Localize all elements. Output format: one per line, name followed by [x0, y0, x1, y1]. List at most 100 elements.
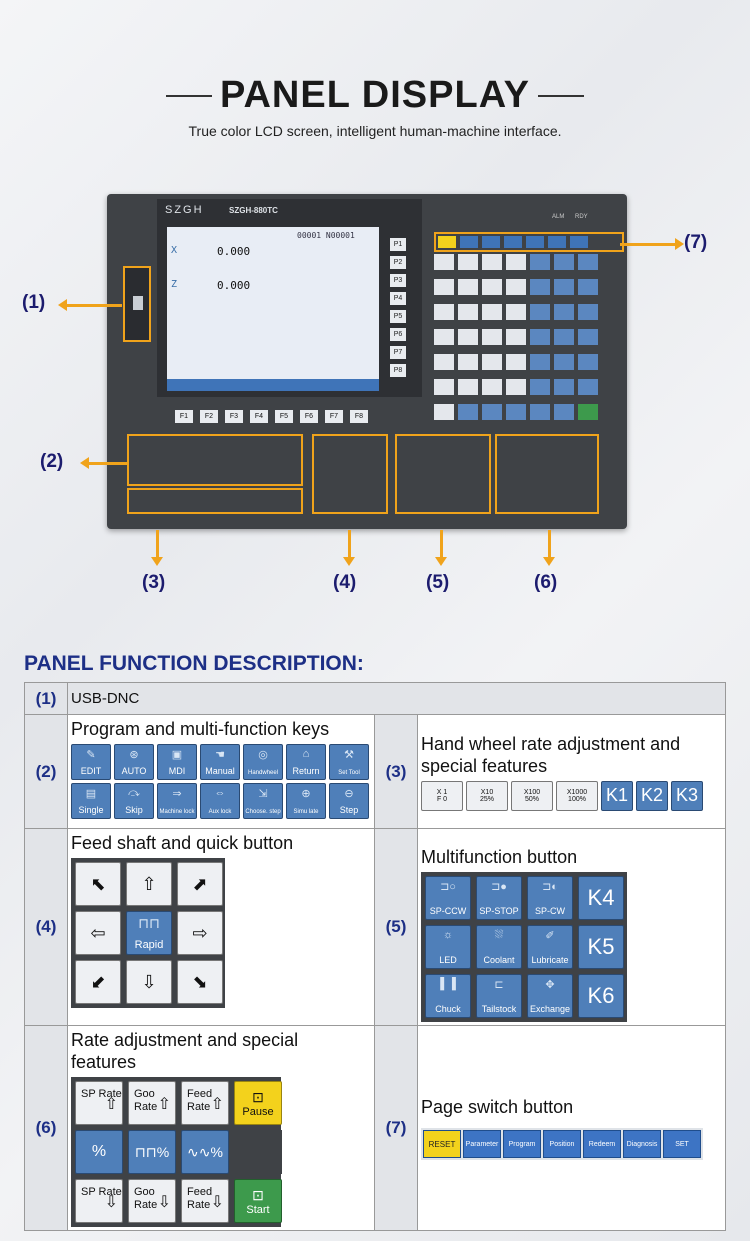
chuck-key[interactable]: ▌▐Chuck: [425, 974, 471, 1018]
p-key[interactable]: P5: [390, 310, 406, 323]
program-key[interactable]: Program: [503, 1130, 541, 1158]
arrow-right-icon[interactable]: ⇨: [177, 911, 223, 955]
key[interactable]: [482, 404, 502, 420]
f-key[interactable]: F6: [300, 410, 318, 423]
key[interactable]: [434, 254, 454, 270]
key[interactable]: [554, 254, 574, 270]
key[interactable]: [458, 354, 478, 370]
feed-rate-up-key[interactable]: Feed Rate⇧: [181, 1081, 229, 1125]
k5-key[interactable]: K5: [578, 925, 624, 969]
k1-key[interactable]: K1: [601, 780, 633, 811]
f-key[interactable]: F5: [275, 410, 293, 423]
f-key[interactable]: F8: [350, 410, 368, 423]
enter-key[interactable]: [578, 404, 598, 420]
key[interactable]: [578, 254, 598, 270]
key[interactable]: [530, 379, 550, 395]
page-key[interactable]: [482, 236, 500, 248]
handwheel-key[interactable]: ◎Handwheel: [243, 744, 283, 780]
key[interactable]: [434, 404, 454, 420]
simulate-key[interactable]: ⊕Simu late: [286, 783, 326, 819]
arrow-up-icon[interactable]: ⇧: [126, 862, 172, 906]
k4-key[interactable]: K4: [578, 876, 624, 920]
exchange-key[interactable]: ✥Exchange: [527, 974, 573, 1018]
p-key[interactable]: P1: [390, 238, 406, 251]
k6-key[interactable]: K6: [578, 974, 624, 1018]
key[interactable]: [482, 379, 502, 395]
edit-key[interactable]: ✎EDIT: [71, 744, 111, 780]
key[interactable]: [482, 329, 502, 345]
arrow-down-left-icon[interactable]: ⬋: [75, 960, 121, 1004]
page-key[interactable]: [526, 236, 544, 248]
page-key[interactable]: [460, 236, 478, 248]
key[interactable]: [530, 304, 550, 320]
step-key[interactable]: ⊖Step: [329, 783, 369, 819]
key[interactable]: [434, 354, 454, 370]
key[interactable]: [530, 354, 550, 370]
key[interactable]: [578, 379, 598, 395]
rapid-override-key[interactable]: ⊓⊓%: [128, 1130, 176, 1174]
diagnosis-key[interactable]: Diagnosis: [623, 1130, 661, 1158]
arrow-left-icon[interactable]: ⇦: [75, 911, 121, 955]
p-key[interactable]: P8: [390, 364, 406, 377]
key[interactable]: [458, 404, 478, 420]
arrow-down-right-icon[interactable]: ⬊: [177, 960, 223, 1004]
arrow-down-icon[interactable]: ⇩: [126, 960, 172, 1004]
key[interactable]: [554, 279, 574, 295]
key[interactable]: [434, 279, 454, 295]
single-key[interactable]: ▤Single: [71, 783, 111, 819]
reset-key[interactable]: [438, 236, 456, 248]
k2-key[interactable]: K2: [636, 780, 668, 811]
sp-rate-down-key[interactable]: SP Rate⇩: [75, 1179, 123, 1223]
key[interactable]: [434, 304, 454, 320]
position-key[interactable]: Position: [543, 1130, 581, 1158]
machine-lock-key[interactable]: ⇒Machine lock: [157, 783, 197, 819]
lubricate-key[interactable]: ✐Lubricate: [527, 925, 573, 969]
key[interactable]: [554, 354, 574, 370]
mdi-key[interactable]: ▣MDI: [157, 744, 197, 780]
set-tool-key[interactable]: ⚒Set Tool: [329, 744, 369, 780]
key[interactable]: [434, 379, 454, 395]
tailstock-key[interactable]: ⊏Tailstock: [476, 974, 522, 1018]
key[interactable]: [434, 329, 454, 345]
p-key[interactable]: P2: [390, 256, 406, 269]
pause-key[interactable]: ⊡Pause: [234, 1081, 282, 1125]
sp-cw-key[interactable]: ⊐◐SP-CW: [527, 876, 573, 920]
page-key[interactable]: [504, 236, 522, 248]
key[interactable]: [482, 304, 502, 320]
goo-rate-down-key[interactable]: Goo Rate⇩: [128, 1179, 176, 1223]
key[interactable]: [458, 329, 478, 345]
p-key[interactable]: P6: [390, 328, 406, 341]
sp-ccw-key[interactable]: ⊐○SP-CCW: [425, 876, 471, 920]
return-key[interactable]: ⌂Return: [286, 744, 326, 780]
key[interactable]: [554, 329, 574, 345]
key[interactable]: [506, 304, 526, 320]
sp-stop-key[interactable]: ⊐●SP-STOP: [476, 876, 522, 920]
manual-key[interactable]: ☚Manual: [200, 744, 240, 780]
parameter-key[interactable]: Parameter: [463, 1130, 501, 1158]
key[interactable]: [554, 404, 574, 420]
skip-key[interactable]: ⤼Skip: [114, 783, 154, 819]
key[interactable]: [530, 279, 550, 295]
arrow-up-right-icon[interactable]: ⬈: [177, 862, 223, 906]
f-key[interactable]: F7: [325, 410, 343, 423]
key[interactable]: [554, 304, 574, 320]
key[interactable]: [578, 304, 598, 320]
key[interactable]: [482, 354, 502, 370]
spindle-override-key[interactable]: %: [75, 1130, 123, 1174]
sp-rate-up-key[interactable]: SP Rate⇧: [75, 1081, 123, 1125]
key[interactable]: [482, 254, 502, 270]
k3-key[interactable]: K3: [671, 780, 703, 811]
p-key[interactable]: P3: [390, 274, 406, 287]
key[interactable]: [458, 279, 478, 295]
key[interactable]: [554, 379, 574, 395]
f-key[interactable]: F3: [225, 410, 243, 423]
aux-lock-key[interactable]: ⇔Aux lock: [200, 783, 240, 819]
key[interactable]: [458, 254, 478, 270]
key[interactable]: [578, 354, 598, 370]
key[interactable]: [530, 329, 550, 345]
coolant-key[interactable]: ⛆Coolant: [476, 925, 522, 969]
key[interactable]: [458, 304, 478, 320]
p-key[interactable]: P4: [390, 292, 406, 305]
goo-rate-up-key[interactable]: Goo Rate⇧: [128, 1081, 176, 1125]
